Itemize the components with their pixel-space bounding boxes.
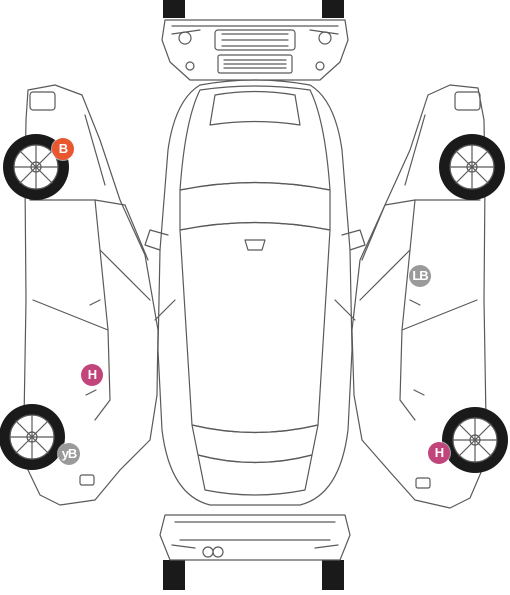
marker-h-right-rear-wheel[interactable]: H (428, 442, 450, 464)
marker-lb-right-door[interactable]: LB (409, 265, 431, 287)
rear-view[interactable] (159, 514, 351, 590)
left-side-view[interactable] (0, 84, 159, 506)
front-view[interactable] (161, 0, 349, 81)
marker-b-left-front-wheel[interactable]: B (52, 138, 74, 160)
marker-yb-left-rear-wheel[interactable]: yB (58, 443, 80, 465)
marker-h-left-door[interactable]: H (81, 364, 103, 386)
right-side-view[interactable] (351, 84, 508, 509)
top-view[interactable] (144, 79, 366, 506)
